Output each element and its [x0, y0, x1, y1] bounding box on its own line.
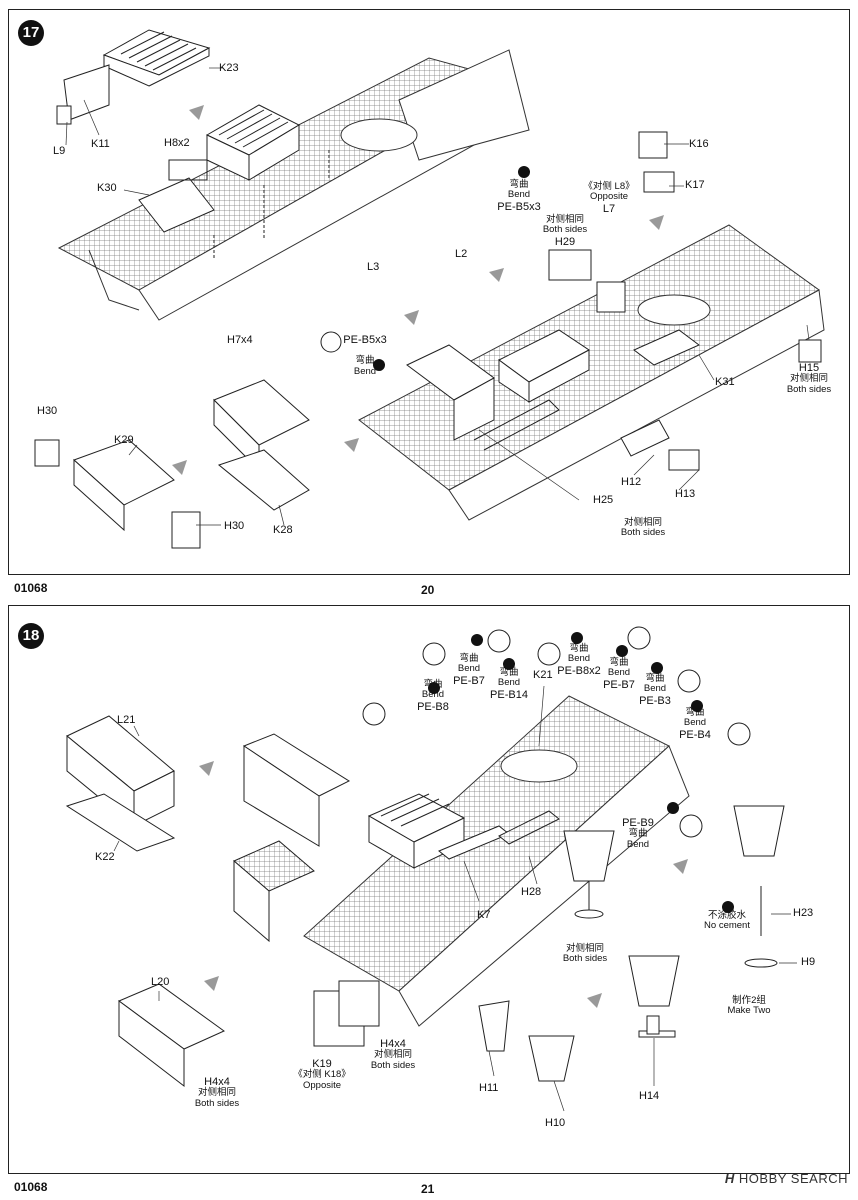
page-number-top: 20 [421, 583, 435, 597]
watermark-logo-icon: H [724, 1171, 735, 1186]
label-k16: K16 [689, 138, 709, 150]
label-l3: L3 [367, 261, 380, 273]
step-17-drawing [34, 29, 825, 549]
label-h14: H14 [639, 1090, 660, 1102]
label-h30-top: H30 [37, 405, 58, 417]
label-k22: K22 [95, 851, 115, 863]
hobby-search-watermark: H HOBBY SEARCH [724, 1171, 848, 1186]
step-number: 18 [18, 623, 44, 649]
product-code-top: 01068 [14, 581, 48, 595]
label-l21: L21 [117, 714, 136, 726]
step-number: 17 [18, 20, 44, 46]
step-18-drawing [65, 626, 797, 1112]
label-k30: K30 [97, 182, 117, 194]
label-k29: K29 [114, 434, 134, 446]
label-h30-bottom: H30 [224, 520, 245, 532]
label-h9: H9 [801, 956, 816, 968]
label-h12: H12 [621, 476, 642, 488]
label-h10: H10 [545, 1117, 566, 1129]
label-k17: K17 [685, 179, 705, 191]
label-l20: L20 [151, 976, 170, 988]
label-h25: H25 [593, 494, 614, 506]
page-number-bottom: 21 [421, 1182, 435, 1196]
label-h11: H11 [479, 1082, 499, 1094]
label-h13: H13 [675, 488, 696, 500]
label-h28: H28 [521, 886, 542, 898]
label-k23: K23 [219, 62, 239, 74]
label-l2: L2 [455, 248, 468, 260]
opposite-l8-note: 《对侧 L8》Opposite L7 [583, 181, 635, 215]
label-k28: K28 [273, 524, 293, 536]
label-h8x2: H8x2 [164, 137, 190, 149]
step-18-panel: 18 [8, 605, 850, 1174]
label-l9: L9 [53, 145, 66, 157]
step-17-panel: 17 [8, 9, 850, 575]
label-k11: K11 [91, 138, 110, 150]
product-code-bottom: 01068 [14, 1180, 48, 1194]
label-h7x4: H7x4 [227, 334, 253, 346]
label-k31: K31 [715, 376, 735, 388]
label-h23: H23 [793, 907, 814, 919]
label-k7: K7 [477, 909, 491, 921]
k19-note: K19 《对侧 K18》Opposite [293, 1058, 351, 1091]
label-k21: K21 [533, 669, 553, 681]
